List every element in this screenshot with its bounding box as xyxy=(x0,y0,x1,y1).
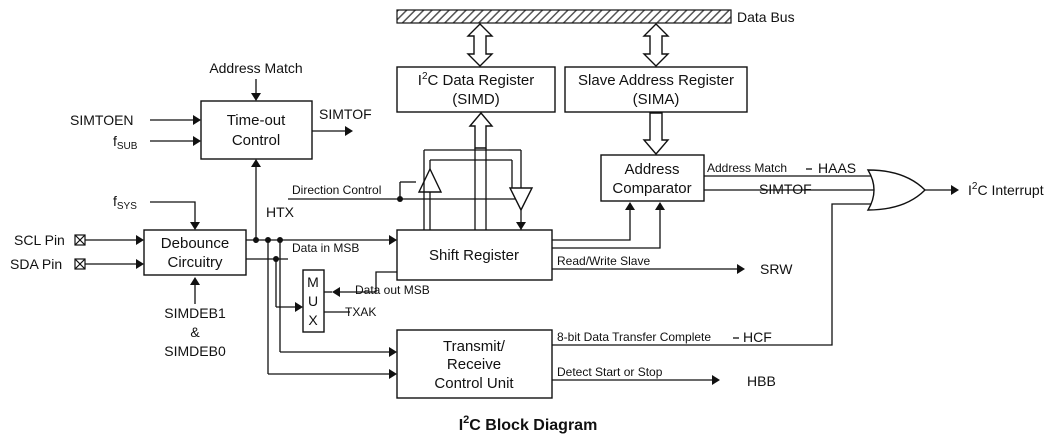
transmit-receive-line3: Control Unit xyxy=(434,375,514,392)
slave-address-register-title: Slave Address Register xyxy=(578,72,734,89)
i2c-data-register-block: I2C Data Register (SIMD) xyxy=(396,66,556,113)
transmit-receive-line2: Receive xyxy=(447,356,501,373)
i2c-interrupt-label: I2C Interrupt xyxy=(968,181,1044,198)
figure-title: I2C Block Diagram xyxy=(459,414,598,434)
data-bus-label: Data Bus xyxy=(737,9,795,25)
mux-letter-m: M xyxy=(307,274,319,290)
simtoen-label: SIMTOEN xyxy=(70,112,134,128)
address-comparator-block: Address Comparator xyxy=(600,154,705,202)
i2c-data-register-code: (SIMD) xyxy=(452,91,500,108)
debounce-line1: Debounce xyxy=(161,235,229,252)
simtof-input-label: SIMTOF xyxy=(759,181,812,197)
simd-shift-register-link xyxy=(468,111,494,230)
slave-address-register-block: Slave Address Register (SIMA) xyxy=(564,66,748,113)
data-transfer-complete-label: 8-bit Data Transfer Complete xyxy=(557,330,711,344)
scl-pin-label: SCL Pin xyxy=(14,232,65,248)
address-comparator-line1: Address xyxy=(624,161,679,178)
i2c-data-register-title: I2C Data Register xyxy=(418,71,534,89)
or-gate xyxy=(866,169,926,211)
mux-letter-u: U xyxy=(308,293,318,309)
timeout-control-line2: Control xyxy=(232,132,280,149)
simdeb0-label: SIMDEB0 xyxy=(164,343,226,359)
tri-state-buffer-down xyxy=(508,149,534,230)
address-comparator-line2: Comparator xyxy=(612,180,691,197)
fsub-label: fSUB xyxy=(113,133,138,152)
shift-register-block: Shift Register xyxy=(396,229,553,281)
simtof-output-label: SIMTOF xyxy=(319,106,372,122)
timeout-control-line1: Time-out xyxy=(227,112,286,129)
hcf-label: HCF xyxy=(743,329,772,345)
debounce-circuitry-block: Debounce Circuitry xyxy=(143,229,247,276)
read-write-slave-label: Read/Write Slave xyxy=(557,254,650,268)
data-bus-bar xyxy=(396,9,732,24)
haas-label: HAAS xyxy=(818,160,856,176)
mux-block: M U X xyxy=(302,269,325,333)
scl-pin-icon xyxy=(74,234,86,246)
sima-to-comparator-arrow xyxy=(642,112,670,156)
address-match-haas-label: Address Match xyxy=(707,161,787,175)
mux-letter-x: X xyxy=(308,312,318,328)
shift-register-label: Shift Register xyxy=(429,247,519,264)
debounce-line2: Circuitry xyxy=(168,254,223,271)
timeout-control-block: Time-out Control xyxy=(200,100,313,160)
bus-to-sima-arrow xyxy=(642,23,670,67)
srw-label: SRW xyxy=(760,261,793,277)
address-match-top-label: Address Match xyxy=(209,60,302,76)
sda-pin-label: SDA Pin xyxy=(10,256,62,272)
txak-label: TXAK xyxy=(345,305,376,319)
detect-start-stop-label: Detect Start or Stop xyxy=(557,365,663,379)
transmit-receive-line1: Transmit/ xyxy=(443,338,506,355)
transmit-receive-control-unit-block: Transmit/ Receive Control Unit xyxy=(396,329,553,399)
direction-control-label: Direction Control xyxy=(292,183,381,197)
simdeb1-label: SIMDEB1 xyxy=(164,305,226,321)
ampersand-label: & xyxy=(190,324,200,340)
data-out-msb-label: Data out MSB xyxy=(355,283,430,297)
sda-pin-icon xyxy=(74,258,86,270)
tri-state-buffer-up xyxy=(417,149,512,230)
slave-address-register-code: (SIMA) xyxy=(633,91,680,108)
hbb-label: HBB xyxy=(747,373,776,389)
htx-label: HTX xyxy=(266,204,295,220)
fsys-label: fSYS xyxy=(113,193,137,212)
bus-to-simd-arrow xyxy=(466,23,494,67)
data-in-msb-label: Data in MSB xyxy=(292,241,359,255)
